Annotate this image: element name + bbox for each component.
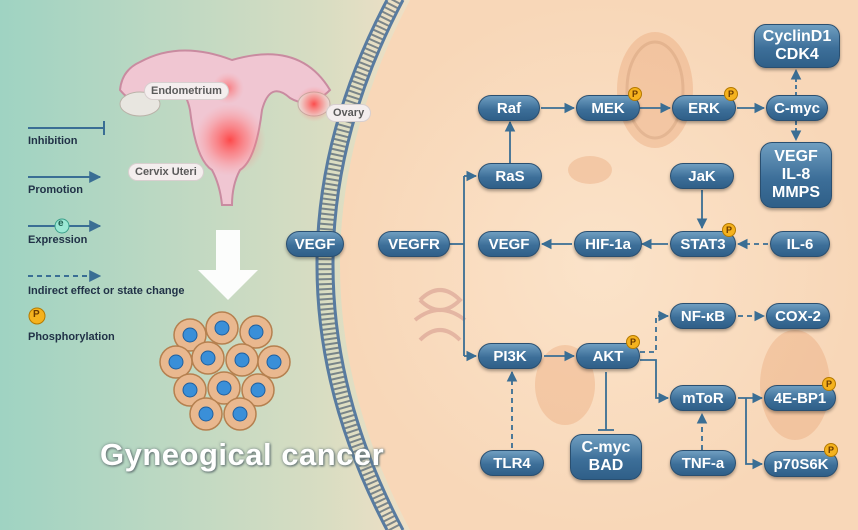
node-vegf-mid: VEGF [478, 231, 540, 257]
node-il6: IL-6 [770, 231, 830, 257]
node-nfkb: NF-κB [670, 303, 736, 329]
node-cyclind1-cdk4: CyclinD1 CDK4 [754, 24, 840, 68]
node-pi3k: PI3K [478, 343, 542, 369]
node-cmyc-bad: C-myc BAD [570, 434, 642, 480]
node-vegf-il8-mmps: VEGF IL-8 MMPS [760, 142, 832, 208]
node-raf: Raf [478, 95, 540, 121]
phospho-badge-p70s6k: P [824, 443, 838, 457]
cell-membrane [315, 0, 405, 530]
phosphorylation-icon [28, 307, 46, 325]
legend-phosphorylation: Phosphorylation [28, 331, 115, 343]
node-mmps: MMPS [772, 184, 820, 201]
node-jak: JaK [670, 163, 734, 189]
phospho-badge-4ebp1: P [822, 377, 836, 391]
node-hif1a: HIF-1a [574, 231, 642, 257]
node-mtor: mToR [670, 385, 736, 411]
cervix-label: Cervix Uteri [128, 163, 204, 181]
node-il8: IL-8 [781, 166, 811, 183]
node-vegf-out: VEGF [774, 148, 818, 165]
node-4ebp1: 4E-BP1 [764, 385, 836, 411]
node-cox2: COX-2 [766, 303, 830, 329]
pathway-edges [450, 68, 802, 470]
node-vegf-ext: VEGF [286, 231, 344, 257]
node-cmyc-bad-line1: C-myc [581, 439, 631, 456]
legend-indirect: Indirect effect or state change [28, 285, 185, 297]
legend-promotion: Promotion [28, 184, 83, 196]
node-mek: MEK [576, 95, 640, 121]
node-ras: RaS [478, 163, 542, 189]
node-erk: ERK [672, 95, 736, 121]
phospho-badge-erk: P [724, 87, 738, 101]
phospho-symbol: P [33, 309, 40, 320]
phospho-badge-mek: P [628, 87, 642, 101]
legend-inhibition: Inhibition [28, 135, 78, 147]
node-cmyc-bad-line2: BAD [588, 457, 624, 474]
ovary-label: Ovary [326, 104, 372, 122]
node-cyclind1: CyclinD1 [762, 28, 832, 45]
node-tlr4: TLR4 [480, 450, 544, 476]
legend-expression: Expression [28, 234, 88, 246]
node-cdk4: CDK4 [775, 46, 819, 63]
cancer-cells [159, 311, 291, 431]
figure-title: Gyneogical cancer [100, 437, 385, 472]
node-vegfr: VEGFR [378, 231, 450, 257]
expression-symbol: e [58, 218, 64, 229]
expression-icon [54, 218, 70, 234]
legend-symbols [28, 121, 105, 282]
phospho-badge-stat3: P [722, 223, 736, 237]
down-arrow-icon [198, 230, 258, 300]
phospho-badge-akt: P [626, 335, 640, 349]
endometrium-label: Endometrium [144, 82, 229, 100]
node-cmyc: C-myc [766, 95, 828, 121]
node-tnfa: TNF-a [670, 450, 736, 476]
